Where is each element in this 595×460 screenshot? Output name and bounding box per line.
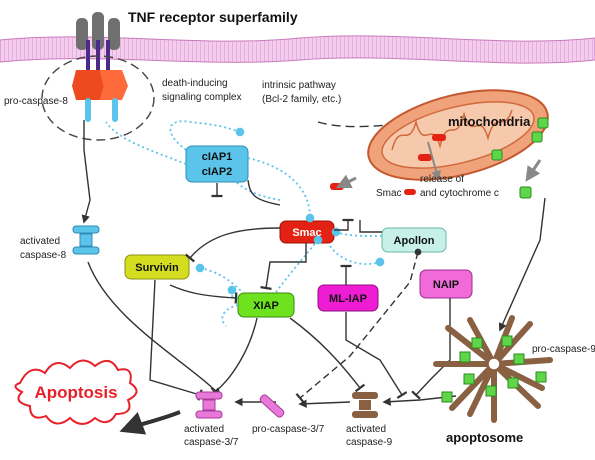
caspase-9-icon bbox=[352, 392, 378, 418]
apollon-node: Apollon bbox=[381, 227, 447, 253]
activated-caspase-37-line1: activated bbox=[184, 424, 224, 435]
binding-interactions bbox=[105, 120, 385, 327]
release-label-line1: release of bbox=[420, 174, 464, 185]
inhibition-interactions bbox=[149, 179, 451, 404]
ciap1-label: cIAP1 bbox=[202, 151, 233, 163]
smac-release-arrow bbox=[335, 174, 357, 189]
diagram-title: TNF receptor superfamily bbox=[128, 9, 298, 25]
naip-label: NAIP bbox=[433, 279, 459, 291]
smac-node: Smac bbox=[279, 220, 335, 244]
intrinsic-label-line1: intrinsic pathway bbox=[262, 80, 336, 91]
activated-caspase-37-line2: caspase-3/7 bbox=[184, 437, 239, 448]
apoptosis-label: Apoptosis bbox=[34, 383, 117, 402]
tnf-receptor bbox=[76, 12, 120, 70]
apoptosome-core bbox=[487, 357, 501, 371]
activated-caspase-8-line1: activated bbox=[20, 236, 60, 247]
release-label-line2: and cytochrome c bbox=[420, 188, 499, 199]
release-arrow bbox=[427, 141, 441, 181]
release-smac-word: Smac bbox=[376, 188, 402, 199]
apoptosis-burst bbox=[14, 359, 138, 425]
ciap-node: cIAP1 cIAP2 bbox=[185, 145, 249, 183]
xiap-node: XIAP bbox=[237, 292, 295, 318]
apoptosome-cyt-c bbox=[441, 335, 547, 403]
caspase-37-icon bbox=[195, 391, 223, 419]
cell-membrane bbox=[0, 35, 595, 64]
pro-caspase-37-label: pro-caspase-3/7 bbox=[252, 424, 325, 435]
pro-caspase-37-icon bbox=[259, 394, 285, 418]
activation-arrows bbox=[81, 120, 546, 435]
disc-complex bbox=[41, 55, 155, 141]
pro-caspase-8-label: pro-caspase-8 bbox=[4, 96, 68, 107]
mitochondrion bbox=[367, 89, 549, 181]
smac-label: Smac bbox=[292, 227, 321, 239]
apollon-label: Apollon bbox=[394, 235, 435, 247]
activated-caspase-8-line2: caspase-8 bbox=[20, 250, 67, 261]
cytochrome-c-icon bbox=[519, 186, 532, 199]
activated-caspase-9-line2: caspase-9 bbox=[346, 437, 393, 448]
xiap-label: XIAP bbox=[253, 300, 279, 312]
intrinsic-label-line2: (Bcl-2 family, etc.) bbox=[262, 94, 341, 105]
mliap-label: ML-IAP bbox=[329, 293, 367, 305]
mliap-node: ML-IAP bbox=[317, 284, 379, 312]
cytochrome-release-arrow bbox=[525, 159, 542, 182]
apoptosome-label: apoptosome bbox=[446, 430, 523, 445]
smac-icon bbox=[404, 189, 416, 195]
survivin-label: Survivin bbox=[135, 262, 179, 274]
disc-label-line1: death-inducing bbox=[162, 78, 228, 89]
pro-caspase-9-label: pro-caspase-9 bbox=[532, 344, 595, 355]
caspase-8-icon bbox=[72, 225, 100, 255]
naip-node: NAIP bbox=[419, 269, 473, 299]
ciap2-label: cIAP2 bbox=[202, 166, 233, 178]
survivin-node: Survivin bbox=[124, 254, 190, 280]
mitochondria-label: mitochondria bbox=[448, 114, 531, 129]
activated-caspase-9-line1: activated bbox=[346, 424, 386, 435]
disc-label-line2: signaling complex bbox=[162, 92, 242, 103]
